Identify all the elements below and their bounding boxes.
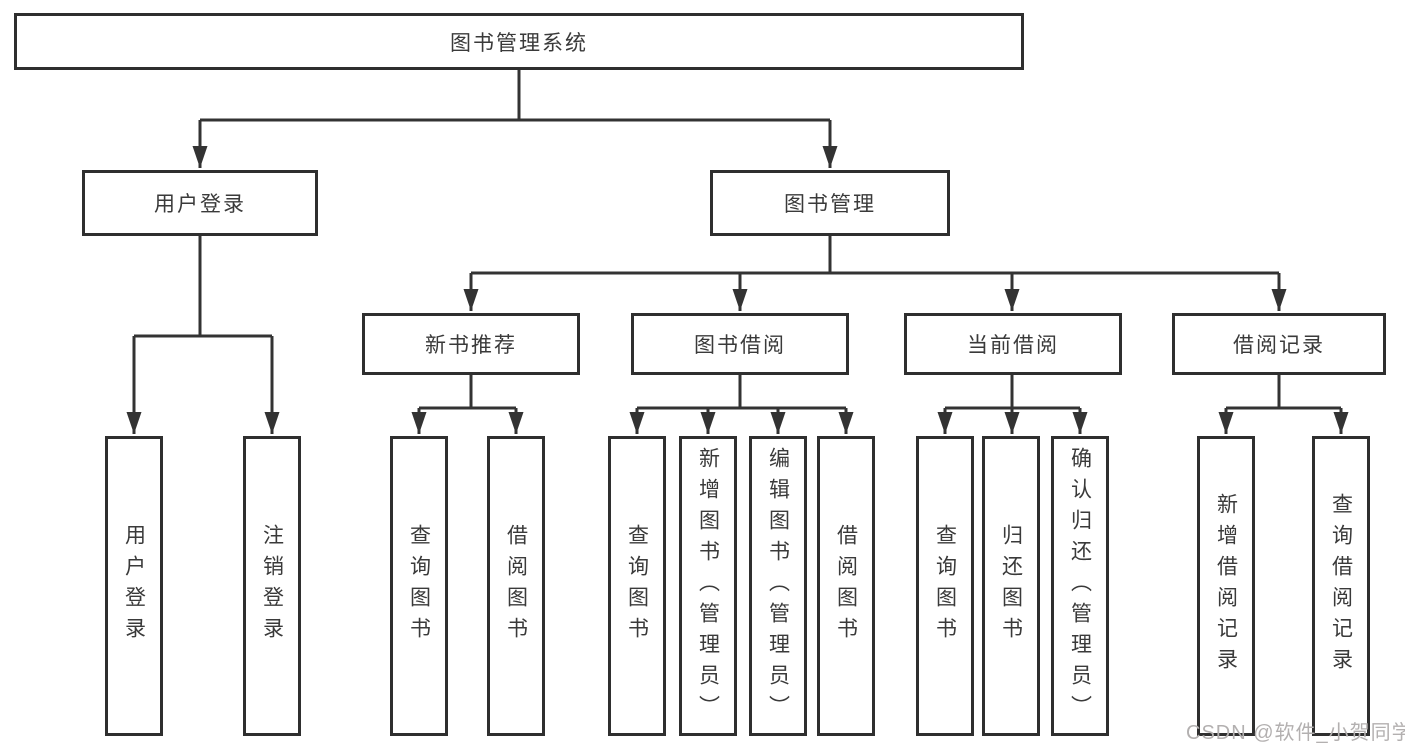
node-label: 图书管理 (784, 193, 876, 216)
node-label: 图书管理系统 (450, 31, 588, 55)
connector-user-login-trunk (134, 236, 272, 338)
leaf-edit-books-admin: 编辑图书（管理员） (749, 436, 807, 736)
node-label: 新书推荐 (425, 334, 517, 357)
node-current-borrowing: 当前借阅 (904, 313, 1122, 375)
node-new-book-recommendation: 新书推荐 (362, 313, 580, 375)
leaf-label: 查询图书 (407, 524, 431, 648)
node-label: 借阅记录 (1233, 334, 1325, 357)
leaf-search-books-current: 查询图书 (916, 436, 974, 736)
leaf-label: 查询图书 (625, 524, 649, 648)
leaf-search-books-borrowing: 查询图书 (608, 436, 666, 736)
node-book-borrowing: 图书借阅 (631, 313, 849, 375)
node-root: 图书管理系统 (14, 13, 1024, 70)
leaf-search-books-recommend: 查询图书 (390, 436, 448, 736)
connector-new-book-trunk (419, 375, 516, 410)
node-borrowing-records: 借阅记录 (1172, 313, 1386, 375)
leaf-label: 新增图书（管理员） (696, 446, 720, 726)
node-user-login: 用户登录 (82, 170, 318, 236)
leaf-label: 查询借阅记录 (1329, 493, 1353, 679)
leaf-label: 编辑图书（管理员） (766, 446, 790, 726)
leaf-label: 归还图书 (999, 524, 1023, 648)
node-label: 图书借阅 (694, 334, 786, 357)
connector-book-borrowing-trunk (637, 375, 846, 410)
leaf-label: 用户登录 (122, 524, 146, 648)
connector-book-management-trunk (471, 236, 1279, 275)
node-label: 当前借阅 (967, 334, 1059, 357)
leaf-borrow-books: 借阅图书 (817, 436, 875, 736)
leaf-label: 确认归还（管理员） (1068, 446, 1092, 726)
connector-current-borrowing-trunk (945, 375, 1080, 410)
leaf-add-borrow-record: 新增借阅记录 (1197, 436, 1255, 736)
leaf-label: 查询图书 (933, 524, 957, 648)
leaf-label: 新增借阅记录 (1214, 493, 1238, 679)
leaf-search-borrow-record: 查询借阅记录 (1312, 436, 1370, 736)
leaf-label: 借阅图书 (504, 524, 528, 648)
leaf-label: 借阅图书 (834, 524, 858, 648)
leaf-logout: 注销登录 (243, 436, 301, 736)
watermark: CSDN @软件_小贺同学 (1186, 722, 1405, 744)
connector-root-trunk (200, 70, 830, 122)
leaf-user-login: 用户登录 (105, 436, 163, 736)
leaf-add-books-admin: 新增图书（管理员） (679, 436, 737, 736)
leaf-return-books: 归还图书 (982, 436, 1040, 736)
leaf-confirm-return-admin: 确认归还（管理员） (1051, 436, 1109, 736)
leaf-label: 注销登录 (260, 524, 284, 648)
connector-borrowing-records-trunk (1226, 375, 1341, 410)
node-book-management: 图书管理 (710, 170, 950, 236)
leaf-borrow-books-recommend: 借阅图书 (487, 436, 545, 736)
node-label: 用户登录 (154, 193, 246, 216)
